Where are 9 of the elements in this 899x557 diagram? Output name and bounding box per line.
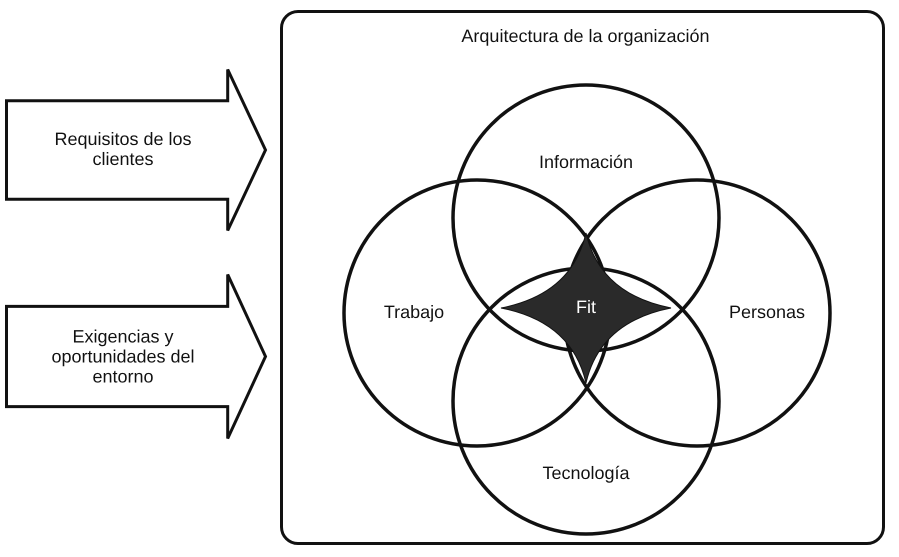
frame-box	[280, 10, 885, 545]
fit-label: Fit	[576, 298, 596, 318]
arrow-text: Exigencias y oportunidades del entorno	[50, 327, 196, 387]
circle-label: Tecnología	[542, 464, 630, 484]
circle-label: Información	[538, 153, 634, 173]
circle-label: Trabajo	[384, 303, 444, 323]
circle-label: Personas	[728, 303, 806, 323]
frame-title: Arquitectura de la organización	[461, 27, 710, 47]
arrow-text: Requisitos de los clientes	[53, 130, 193, 170]
